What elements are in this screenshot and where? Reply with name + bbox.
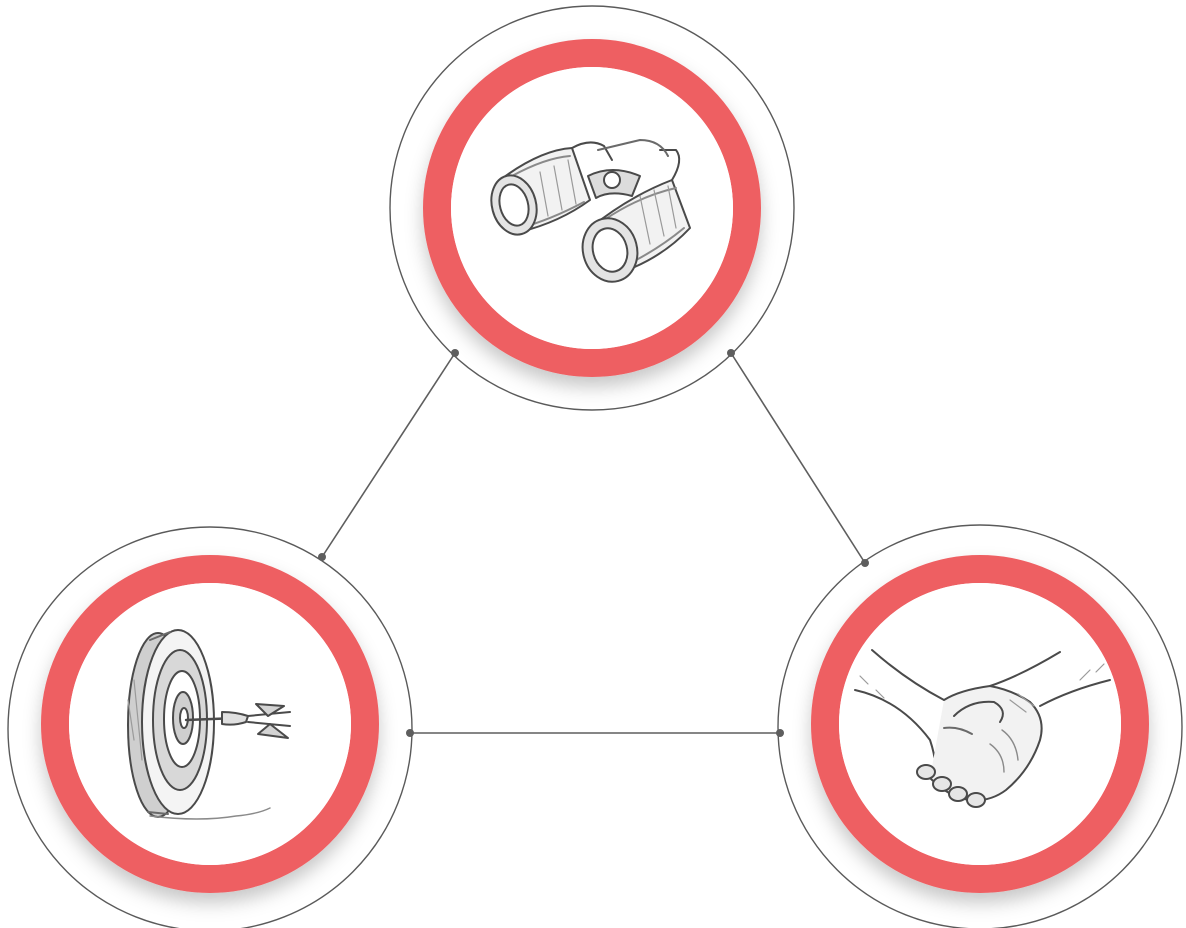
dot-right-lower — [776, 729, 784, 737]
dot-top-right — [727, 349, 735, 357]
connector-top-to-right — [730, 352, 866, 564]
node-bottom-right — [777, 524, 1183, 928]
connection-dots — [318, 349, 869, 737]
dot-right-upper — [861, 559, 869, 567]
connector-top-to-left — [321, 352, 456, 558]
node-top — [389, 5, 795, 411]
connectors — [321, 352, 866, 734]
target-with-dart-icon — [127, 629, 291, 820]
handshake-icon — [854, 649, 1111, 808]
binoculars-icon — [490, 139, 691, 283]
dot-left-upper — [318, 553, 326, 561]
dot-left-lower — [406, 729, 414, 737]
node-bottom-left — [7, 526, 413, 928]
dot-top-left — [451, 349, 459, 357]
